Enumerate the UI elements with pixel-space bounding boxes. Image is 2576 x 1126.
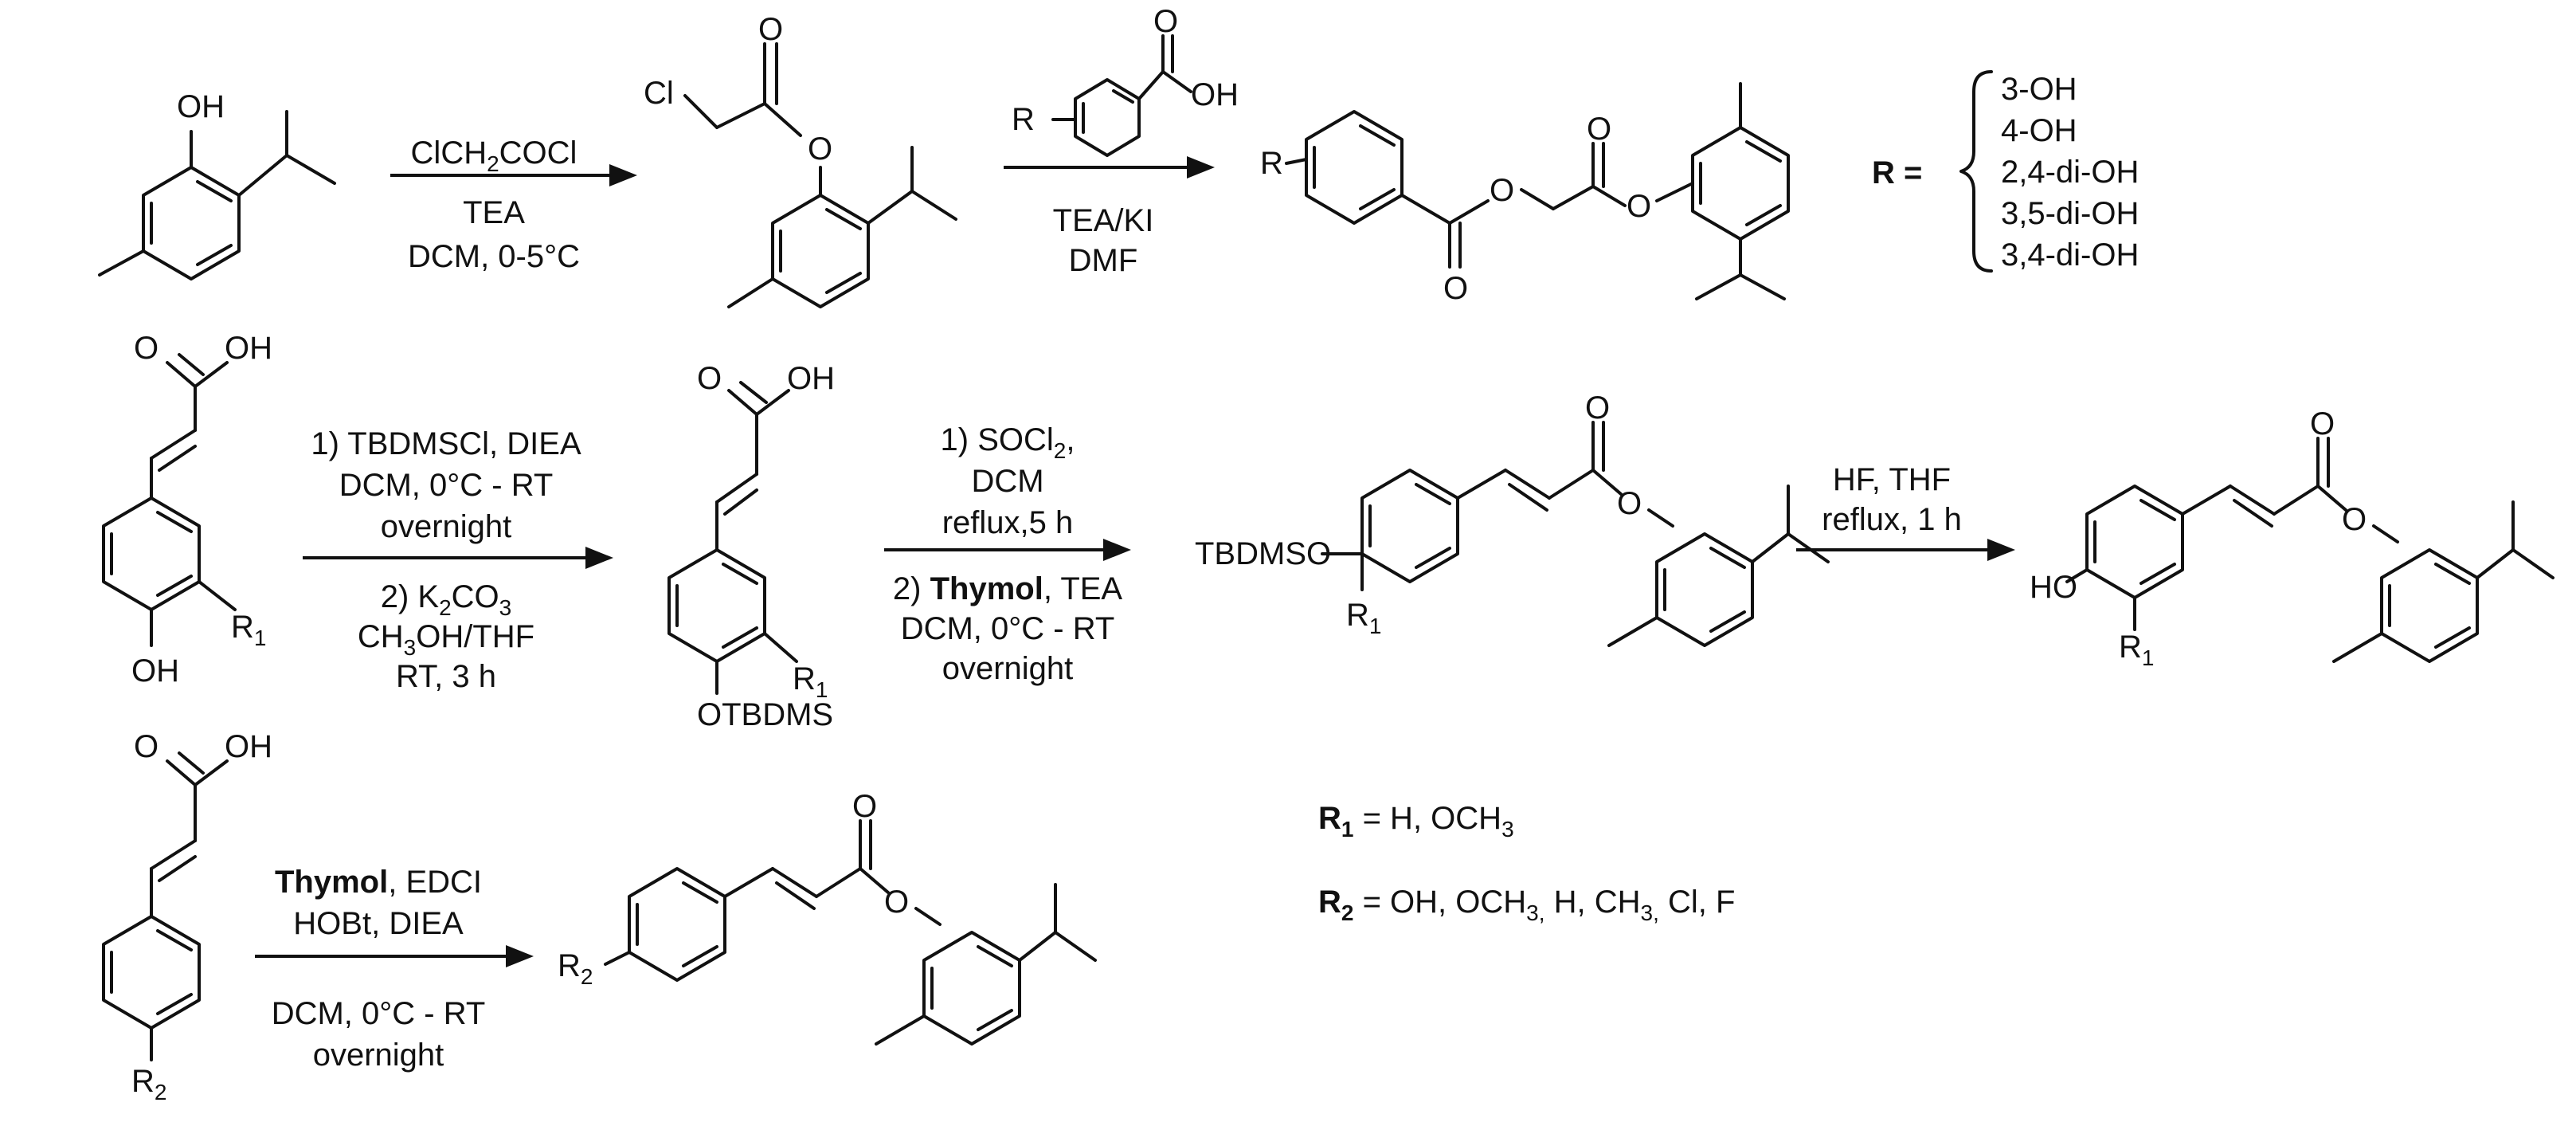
row2-cond2-line5: DCM, 0°C - RT	[901, 611, 1115, 646]
atom-o-acid-4: O	[134, 729, 159, 764]
atom-o-ester-3: O	[1617, 486, 1642, 521]
r-definition-label: R =	[1872, 155, 1922, 190]
atom-oh-phenol: OH	[131, 653, 179, 689]
row1-cond1-line3: DCM, 0-5°C	[408, 239, 580, 274]
row1-cond2-line1: TEA/KI	[1053, 203, 1154, 238]
row2-cond2-line2: DCM	[971, 464, 1043, 499]
arrow-head-3	[585, 547, 613, 569]
row2-cond2-line6: overnight	[942, 651, 1074, 686]
arrow-head-4	[1103, 539, 1131, 561]
atom-o: O	[808, 131, 832, 167]
arrow-head-2	[1187, 156, 1215, 179]
atom-o-ester-1: O	[1490, 173, 1514, 208]
row2-cond2-line1: 1) SOCl2,	[941, 422, 1075, 463]
thymol-structure: OH	[98, 89, 336, 281]
atom-ho: HO	[2030, 570, 2077, 605]
benzoic-acid-reagent: O OH R	[1012, 4, 1239, 157]
r-value-5: 3,4-di-OH	[2001, 237, 2139, 273]
atom-r2-2: R2	[558, 948, 593, 989]
arrow-head-6	[506, 945, 534, 967]
thymol-cinnamate-structure: O O R2	[558, 789, 1097, 1046]
atom-o-carbonyl-1: O	[1443, 271, 1468, 306]
atom-o-ester-2: O	[1627, 189, 1651, 224]
atom-oh-acid: OH	[1191, 77, 1239, 112]
atom-r1-1: R1	[231, 610, 266, 650]
atom-oh: OH	[177, 89, 225, 124]
atom-otbdms: OTBDMS	[697, 697, 833, 732]
r1-definition: R1 = H, OCH3	[1318, 801, 1514, 842]
row2-cond3-line2: reflux, 1 h	[1822, 502, 1962, 537]
benzoate-thymol-ester-structure: R O O O O	[1260, 82, 1790, 306]
r-value-2: 4-OH	[2001, 113, 2077, 148]
arrow-head-5	[1987, 539, 2015, 561]
row3-cond-line4: overnight	[313, 1038, 444, 1073]
atom-r-product: R	[1260, 146, 1283, 181]
atom-r-acid: R	[1012, 102, 1035, 137]
row2-cond1-line2: DCM, 0°C - RT	[339, 468, 554, 503]
r-value-1: 3-OH	[2001, 72, 2077, 107]
atom-r1-4: R1	[2119, 630, 2154, 670]
arrow-head-1	[609, 164, 637, 186]
tbdms-thymol-cinnamate-structure: TBDMSO O O R1	[1195, 390, 1830, 647]
row2-cond1-line6: RT, 3 h	[396, 659, 496, 694]
row3-cond-line3: DCM, 0°C - RT	[272, 996, 486, 1031]
chloroacetyl-thymol-structure: O O Cl	[644, 12, 957, 308]
atom-o-ester-4: O	[2342, 502, 2367, 537]
row2-cond1-line5: CH3OH/THF	[358, 619, 534, 660]
row3-cond-line1: Thymol, EDCI	[275, 865, 482, 900]
atom-oh-acid-3: OH	[787, 361, 835, 396]
atom-o-carbonyl-4: O	[2310, 406, 2335, 441]
atom-r1-3: R1	[1346, 598, 1381, 638]
atom-o-carbonyl-5: O	[852, 789, 877, 824]
tbdms-protected-acid-structure: O OH R1 OTBDMS	[667, 361, 835, 732]
hydroxycinnamic-acid-structure: O OH R1 OH	[102, 331, 272, 689]
atom-o-carbonyl-2: O	[1587, 112, 1611, 147]
atom-o-carbonyl: O	[758, 12, 783, 47]
row2-cond1-line3: overnight	[381, 509, 512, 544]
row3-cond-line2: HOBt, DIEA	[293, 906, 464, 941]
atom-o-ester-5: O	[884, 885, 909, 920]
atom-tbdmso: TBDMSO	[1195, 536, 1331, 571]
substituted-cinnamic-acid-structure: O OH R2	[102, 729, 272, 1104]
row1-cond1-line1: ClCH2COCl	[411, 135, 577, 176]
row1-cond2-line2: DMF	[1069, 243, 1138, 278]
atom-r2-1: R2	[131, 1064, 166, 1104]
atom-o-acid-3: O	[697, 361, 722, 396]
atom-o-carbonyl-3: O	[1585, 390, 1610, 426]
atom-cl: Cl	[644, 76, 674, 111]
row1-cond1-line2: TEA	[463, 195, 525, 230]
row2-cond2-line4: 2) Thymol, TEA	[893, 571, 1123, 606]
row2-cond1-line1: 1) TBDMSCl, DIEA	[311, 426, 581, 461]
row2-cond1-line4: 2) K2CO3	[381, 579, 512, 620]
atom-r1-2: R1	[793, 661, 828, 702]
r-value-4: 3,5-di-OH	[2001, 196, 2139, 231]
row2-cond3-line1: HF, THF	[1833, 462, 1951, 497]
r-value-3: 2,4-di-OH	[2001, 155, 2139, 190]
atom-o-acid-2: O	[134, 331, 159, 366]
substituent-definitions: R1 = H, OCH3 R2 = OH, OCH3, H, CH3, Cl, …	[1318, 801, 1735, 925]
atom-o-acid: O	[1153, 4, 1178, 39]
r-group-definition: R = 3-OH 4-OH 2,4-di-OH 3,5-di-OH 3,4-di…	[1872, 70, 2139, 273]
atom-oh-acid-4: OH	[225, 729, 272, 764]
atom-oh-acid-2: OH	[225, 331, 272, 366]
row2-cond2-line3: reflux,5 h	[942, 505, 1074, 540]
r2-definition: R2 = OH, OCH3, H, CH3, Cl, F	[1318, 885, 1735, 925]
hydroxy-thymol-cinnamate-structure: HO O O R1	[2030, 406, 2554, 670]
